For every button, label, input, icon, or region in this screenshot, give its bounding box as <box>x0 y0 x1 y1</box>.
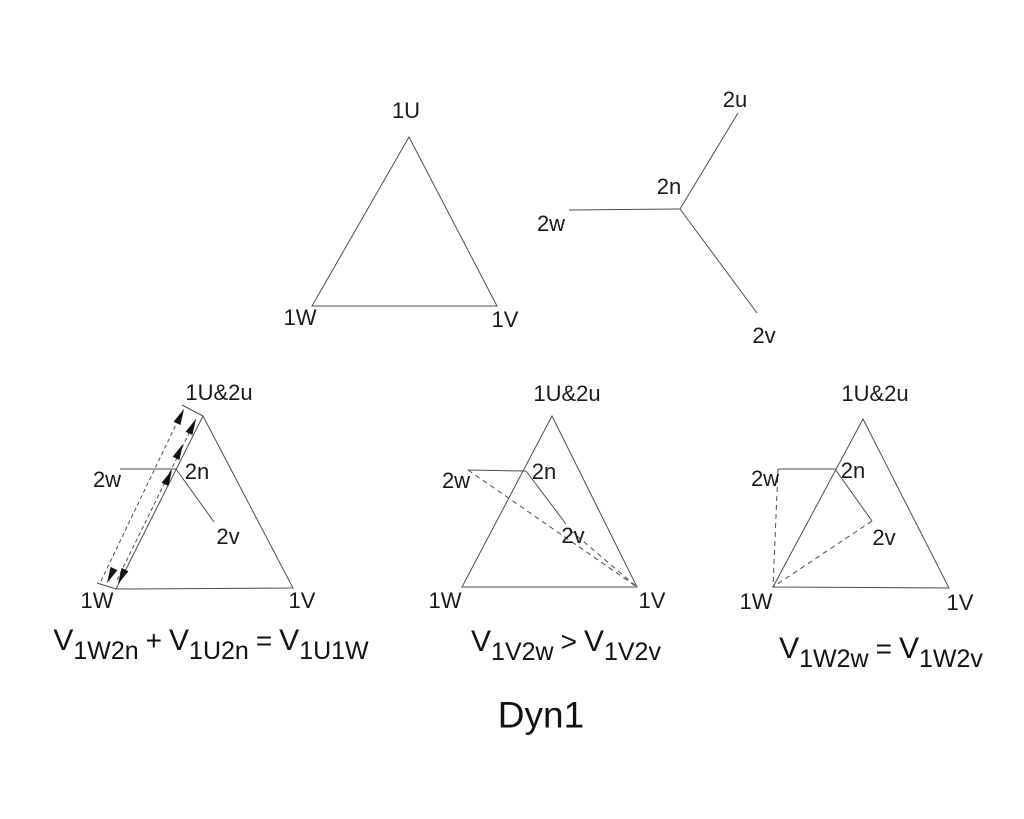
construction-diagram-c <box>772 417 950 589</box>
label-star-2w: 2w <box>536 211 566 236</box>
triangle-a-outline <box>115 414 294 590</box>
b-line-2w-2n <box>467 469 527 472</box>
label-a-1w: 1W <box>80 588 114 613</box>
construction-diagram-b <box>461 414 638 588</box>
formula-c-sub1: 1W2w <box>799 645 869 673</box>
a-phasor-inner-dashed <box>116 418 197 581</box>
a-cap-top <box>181 404 204 417</box>
phasor-arrowhead-up-at-2n <box>161 470 172 486</box>
formula-c: V1W2w=V1W2v <box>779 634 983 672</box>
c-dashed-2w-1w <box>772 468 779 588</box>
formula-b-sub2: 1V2v <box>603 638 661 666</box>
label-b-2w: 2w <box>441 468 471 493</box>
primary-delta-triangle <box>311 135 498 307</box>
label-a-2w: 2w <box>92 467 122 492</box>
formula-a-op2: = <box>255 625 273 656</box>
formula-a-base2: V <box>169 624 190 657</box>
label-primary-1v: 1V <box>491 307 519 332</box>
phasor-arrowhead-up-outer-top <box>173 409 184 425</box>
phasor-arrowhead-down-inner-bottom <box>118 567 129 584</box>
phasor-arrowhead-up-inner-top <box>185 419 196 435</box>
label-c-2v: 2v <box>872 525 896 550</box>
secondary-wye-star <box>568 112 758 314</box>
c-dashed-2v-1w <box>772 520 873 588</box>
phasor-arrowhead-down-outer-bottom <box>107 566 118 583</box>
formula-a-op1: + <box>145 625 163 656</box>
a-line-2n-2v <box>175 468 215 523</box>
formula-b: V1V2w>V1V2v <box>471 627 661 665</box>
formula-b-base2: V <box>583 625 604 658</box>
label-a-apex: 1U&2u <box>185 380 253 405</box>
formula-a-base1: V <box>53 624 74 657</box>
triangle-c-outline <box>772 417 950 589</box>
label-b-1v: 1V <box>638 588 666 613</box>
label-a-1v: 1V <box>288 588 316 613</box>
label-a-2v: 2v <box>216 524 240 549</box>
b-line-2n-2v <box>525 470 567 525</box>
star-branch-2u <box>679 112 739 210</box>
formula-c-base1: V <box>779 632 800 665</box>
b-dashed-2v-1v <box>569 529 638 588</box>
label-star-2v: 2v <box>752 323 776 348</box>
triangle-b-outline <box>461 414 638 588</box>
a-cap-bottom <box>96 582 117 590</box>
formula-a-sub3: 1U1W <box>299 637 369 665</box>
label-a-2n: 2n <box>184 459 210 484</box>
label-b-1w: 1W <box>428 588 462 613</box>
star-branch-2w <box>568 208 681 211</box>
label-b-apex: 1U&2u <box>533 381 601 406</box>
star-branch-2v <box>679 208 758 314</box>
label-b-2n: 2n <box>531 459 557 484</box>
formula-a-sub1: 1W2n <box>73 637 139 665</box>
formula-b-base1: V <box>471 625 492 658</box>
construction-diagram-a <box>96 404 294 590</box>
label-star-2n: 2n <box>656 174 682 199</box>
label-c-2w: 2w <box>750 466 780 491</box>
b-dashed-2w-1v <box>467 469 638 588</box>
formula-c-base2: V <box>898 632 919 665</box>
label-c-1w: 1W <box>739 589 773 614</box>
formula-b-sub1: 1V2w <box>491 638 554 666</box>
label-c-2n: 2n <box>840 458 866 483</box>
phasor-arrowhead-up-above-2n <box>172 444 183 460</box>
formula-a-base3: V <box>279 624 300 657</box>
label-primary-1u: 1U <box>391 98 421 123</box>
delta-outline <box>311 135 498 307</box>
formula-c-op1: = <box>875 633 892 664</box>
label-primary-1w: 1W <box>283 305 317 330</box>
formula-a: V1W2n+V1U2n=V1U1W <box>53 626 368 664</box>
a-phasor-outer-dashed <box>100 409 184 582</box>
formula-a-sub2: 1U2n <box>189 637 249 665</box>
label-b-2v: 2v <box>561 523 585 548</box>
page-title: Dyn1 <box>497 694 585 736</box>
label-star-2u: 2u <box>722 87 748 112</box>
label-c-apex: 1U&2u <box>841 381 909 406</box>
formula-b-op1: > <box>560 626 577 657</box>
label-c-1v: 1V <box>946 590 974 615</box>
c-line-2n-2v <box>834 468 873 522</box>
formula-c-sub2: 1W2v <box>918 645 983 673</box>
